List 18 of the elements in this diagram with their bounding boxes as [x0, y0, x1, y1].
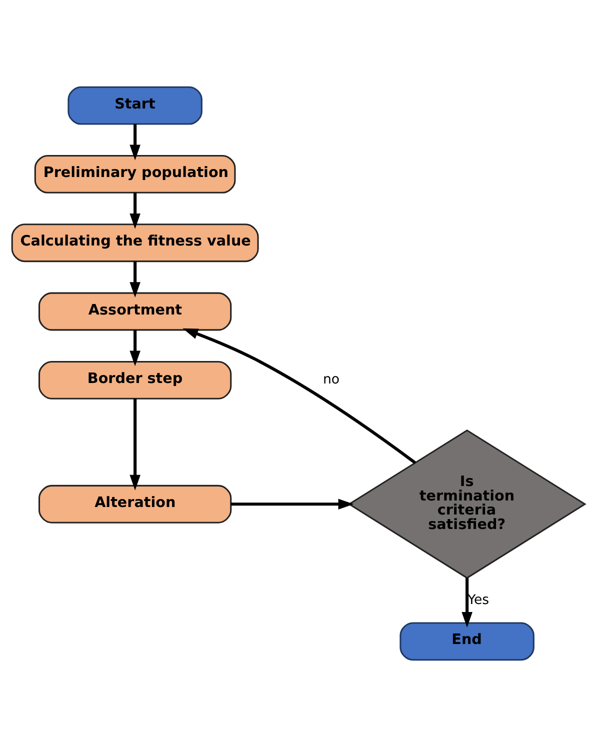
- node-box: Start: [68, 86, 202, 124]
- arrow: [231, 498, 354, 510]
- node-diamond: Is termination criteria satisfied?: [348, 428, 586, 578]
- arrow: [130, 124, 140, 160]
- edge-label: Yes: [468, 592, 490, 608]
- node-box: Calculating the fitness value: [11, 223, 259, 262]
- arrow: [130, 260, 140, 298]
- arrow: [130, 398, 140, 490]
- arrow: [462, 577, 472, 627]
- arrow: [182, 328, 416, 464]
- node-box: End: [400, 622, 534, 660]
- node-box: Preliminary population: [34, 154, 236, 193]
- arrow: [130, 330, 140, 366]
- edge-label: no: [322, 372, 340, 388]
- node-box: Border step: [38, 360, 232, 399]
- arrow: [130, 192, 140, 228]
- node-box: Assortment: [38, 292, 232, 330]
- node-box: Alteration: [38, 484, 232, 523]
